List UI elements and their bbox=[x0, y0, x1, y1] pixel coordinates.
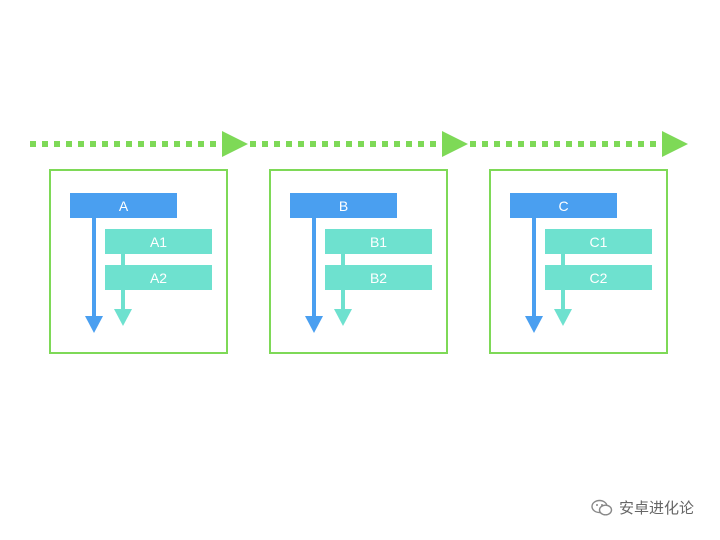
timeline-arrowhead bbox=[442, 131, 468, 157]
timeline-arrowhead bbox=[662, 131, 688, 157]
wechat-icon bbox=[591, 499, 613, 516]
group-box-b: B B1 B2 bbox=[269, 169, 448, 354]
sub-bar-2: C2 bbox=[545, 265, 652, 290]
watermark: 安卓进化论 bbox=[591, 497, 694, 518]
main-bar: A bbox=[70, 193, 177, 218]
sub-bar-1: B1 bbox=[325, 229, 432, 254]
sub-arrowhead bbox=[334, 309, 352, 326]
group-arrows bbox=[305, 218, 352, 333]
main-bar: C bbox=[510, 193, 617, 218]
group-arrows bbox=[525, 218, 572, 333]
sub-arrowhead bbox=[114, 309, 132, 326]
timeline-arrowhead bbox=[222, 131, 248, 157]
main-arrowhead bbox=[525, 316, 543, 333]
group-box-c: C C1 C2 bbox=[489, 169, 668, 354]
main-arrowhead bbox=[305, 316, 323, 333]
main-bar: B bbox=[290, 193, 397, 218]
watermark-text: 安卓进化论 bbox=[618, 499, 694, 517]
timeline-segment-1 bbox=[30, 131, 248, 157]
sub-bar-1: C1 bbox=[545, 229, 652, 254]
sub-arrowhead bbox=[554, 309, 572, 326]
group-arrows bbox=[85, 218, 132, 333]
timeline-segment-2 bbox=[250, 131, 468, 157]
sub-bar-1: A1 bbox=[105, 229, 212, 254]
main-arrowhead bbox=[85, 316, 103, 333]
sub-bar-2: A2 bbox=[105, 265, 212, 290]
sub-bar-2: B2 bbox=[325, 265, 432, 290]
group-box-a: A A1 A2 bbox=[49, 169, 228, 354]
timeline-segment-3 bbox=[470, 131, 688, 157]
